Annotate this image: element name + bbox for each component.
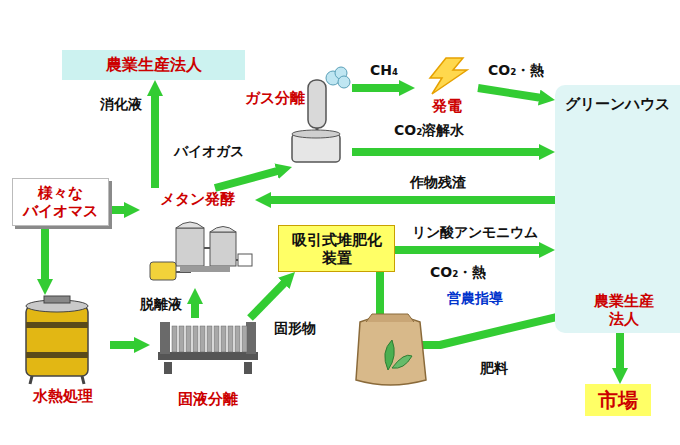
illustration-stroke: [30, 376, 84, 384]
illustration-stroke: [193, 326, 198, 352]
illustration-stroke: [246, 322, 256, 354]
node-label: 固液分離: [178, 390, 238, 408]
illustration-stroke: [385, 340, 394, 370]
node-label: メタン発酵: [160, 190, 235, 208]
illustration-stroke: [172, 326, 177, 352]
illustration-stroke: [244, 362, 252, 374]
illustration-stroke: [164, 362, 172, 374]
flow-arrow: [250, 279, 288, 318]
biomass-box: 様々な バイオマス: [12, 178, 109, 226]
illustration-stroke: [172, 326, 247, 352]
illustration-stroke: [176, 222, 204, 228]
lightning-icon: [430, 58, 467, 94]
node-label: 様々な バイオマス: [19, 184, 102, 220]
flow-label: 作物残渣: [408, 174, 468, 191]
illustration-stroke: [210, 232, 236, 266]
solid-liquid-separator: 固液分離: [150, 318, 265, 410]
illustration-stroke: [207, 326, 212, 352]
flow-arrow: [151, 90, 159, 188]
illustration-stroke: [160, 322, 170, 354]
illustration-stroke: [44, 296, 70, 303]
flow-label: バイオガス: [172, 143, 246, 160]
flow-arrow: [352, 84, 405, 92]
illustration-stroke: [214, 326, 219, 352]
market-box: 市場: [585, 384, 651, 416]
flow-arrow: [395, 246, 545, 254]
illustration-stroke: [308, 80, 326, 128]
illustration-stroke: [26, 306, 88, 376]
illustration-stroke: [179, 326, 184, 352]
gas-separator-icon: [292, 67, 350, 162]
illustration-stroke: [338, 76, 350, 88]
composting-device-box: 吸引式堆肥化 装置: [278, 225, 395, 272]
illustration-stroke: [158, 352, 258, 360]
flow-label: リン酸アンモニウム: [410, 224, 540, 241]
node-label: 吸引式堆肥化 装置: [287, 231, 386, 267]
illustration-stroke: [430, 58, 467, 94]
illustration-stroke: [292, 130, 340, 138]
illustration-stroke: [366, 314, 414, 322]
flow-arrow: [41, 226, 49, 285]
flow-label: CH₄: [368, 62, 400, 79]
illustration-stroke: [186, 326, 191, 352]
farm-corporation-label: 農業生産 法人: [586, 290, 662, 330]
flow-label: CO₂・熱: [486, 62, 546, 79]
node-label: 農業生産 法人: [590, 292, 658, 328]
organization-box: 農業生産法人: [62, 50, 245, 80]
annotation-label: CO₂・熱: [428, 264, 488, 281]
flow-arrow: [215, 170, 282, 188]
node-label: 発電: [432, 97, 462, 115]
hydrothermal-treatment-unit: 水熱処理: [15, 295, 110, 407]
illustration-stroke: [392, 355, 412, 368]
illustration-stroke: [356, 316, 426, 385]
filter-press-icon: [158, 322, 258, 374]
illustration-stroke: [176, 248, 238, 272]
methane-plant-icon: [150, 222, 252, 280]
node-label: 農業生産法人: [106, 55, 202, 74]
flow-arrow: [352, 148, 545, 156]
flow-arrow: [110, 341, 140, 349]
illustration-stroke: [26, 352, 88, 358]
node-label: ガス分離: [245, 89, 305, 107]
greenhouse-panel: グリーンハウス農業生産 法人: [555, 85, 680, 333]
illustration-stroke: [26, 322, 88, 328]
methane-fermentation-unit: メタン発酵: [140, 188, 255, 288]
flow-arrow: [265, 196, 555, 204]
illustration-stroke: [180, 266, 230, 272]
node-label: 水熱処理: [33, 387, 93, 405]
flow-label: 消化液: [98, 96, 144, 113]
fertilizer-bag-icon: [356, 314, 426, 385]
illustration-stroke: [176, 228, 204, 266]
node-label: 市場: [598, 388, 638, 412]
flow-arrow: [109, 206, 131, 214]
flow-label: CO₂溶解水: [392, 122, 466, 139]
gas-separation-unit: ガス分離: [242, 72, 352, 167]
illustration-stroke: [228, 326, 233, 352]
flow-label: 脱離液: [138, 296, 184, 313]
illustration-stroke: [238, 254, 252, 266]
node-label: グリーンハウス: [565, 95, 670, 113]
flow-label: 固形物: [272, 320, 318, 337]
illustration-stroke: [242, 326, 247, 352]
flow-label: 肥料: [478, 360, 510, 377]
flow-arrow: [616, 330, 624, 374]
illustration-stroke: [200, 326, 205, 352]
power-generation-unit: 発電: [415, 55, 478, 117]
annotation-label: 営農指導: [445, 290, 505, 307]
illustration-stroke: [221, 326, 226, 352]
illustration-stroke: [150, 262, 176, 280]
flow-arrow: [478, 88, 545, 98]
illustration-stroke: [235, 326, 240, 352]
flow-arrow: [191, 298, 199, 318]
illustration-stroke: [210, 227, 236, 233]
hydrothermal-tank-icon: [26, 296, 88, 384]
